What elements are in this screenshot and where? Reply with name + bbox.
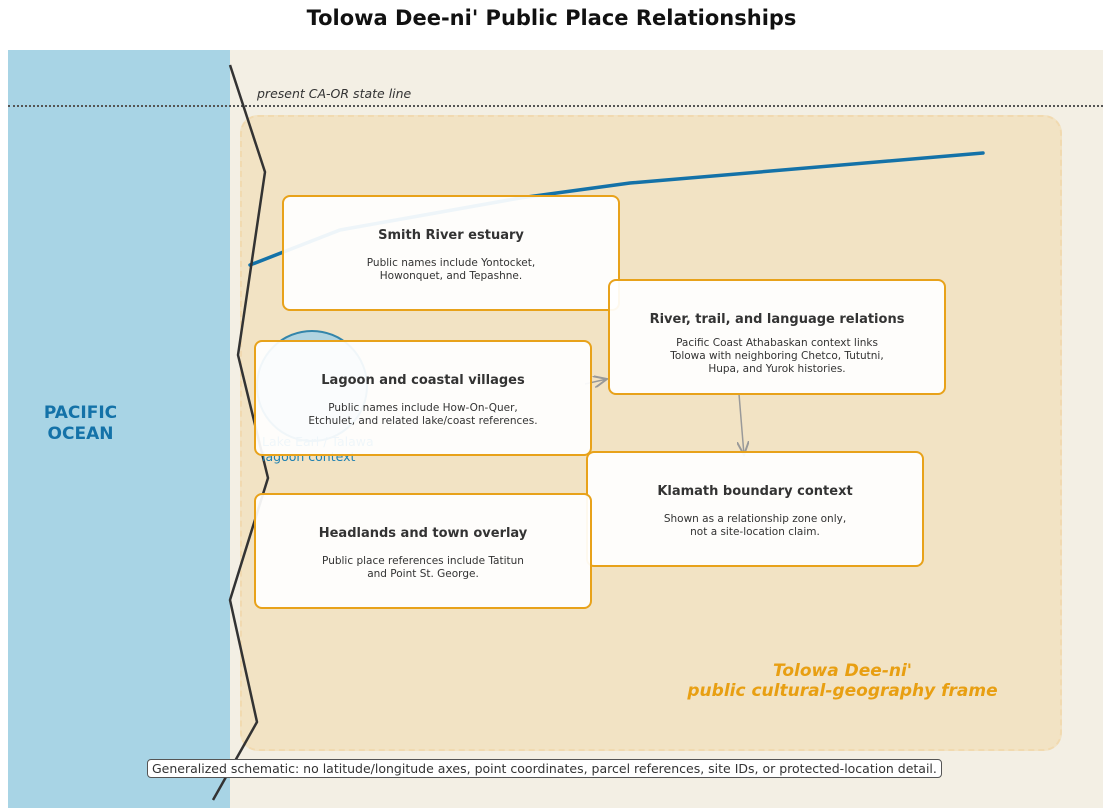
- box-title: Smith River estuary: [378, 228, 524, 243]
- frame-label: Tolowa Dee-ni' public cultural-geography…: [670, 661, 1015, 701]
- box-body: Public names include How-On-Quer, Etchul…: [308, 402, 538, 427]
- box-title: Headlands and town overlay: [318, 526, 528, 541]
- state-line: [8, 105, 1103, 107]
- ocean-label-line2: OCEAN: [47, 424, 114, 444]
- diagram-title: Tolowa Dee-ni' Public Place Relationship…: [306, 6, 797, 30]
- frame-label-line1: Tolowa Dee-ni': [772, 661, 913, 681]
- box-title: River, trail, and language relations: [649, 312, 905, 327]
- footnote: Generalized schematic: no latitude/longi…: [147, 759, 942, 778]
- headlands-town-overlay-box: Headlands and town overlay Public place …: [254, 493, 592, 609]
- ocean-label: PACIFIC OCEAN: [8, 403, 153, 445]
- ocean-label-line1: PACIFIC: [43, 403, 118, 423]
- box-body: Shown as a relationship zone only, not a…: [663, 513, 847, 538]
- klamath-boundary-box: Klamath boundary context Shown as a rela…: [586, 451, 924, 567]
- box-body: Public place references include Tatitun …: [322, 555, 524, 580]
- box-title: Klamath boundary context: [657, 484, 853, 499]
- pacific-ocean: [8, 50, 230, 808]
- box-title: Lagoon and coastal villages: [321, 373, 525, 388]
- box-body: Pacific Coast Athabaskan context links T…: [670, 337, 884, 375]
- state-line-label: present CA-OR state line: [257, 86, 412, 101]
- coastline: [211, 64, 270, 801]
- box-body: Public names include Yontocket, Howonque…: [366, 257, 536, 282]
- lagoon-coastal-villages-box: Lagoon and coastal villages Public names…: [254, 340, 592, 456]
- connector-relations-to-klamath: [739, 393, 744, 455]
- frame-label-line2: public cultural-geography frame: [687, 681, 998, 701]
- smith-river-estuary-box: Smith River estuary Public names include…: [282, 195, 620, 311]
- river-trail-language-box: River, trail, and language relations Pac…: [608, 279, 946, 395]
